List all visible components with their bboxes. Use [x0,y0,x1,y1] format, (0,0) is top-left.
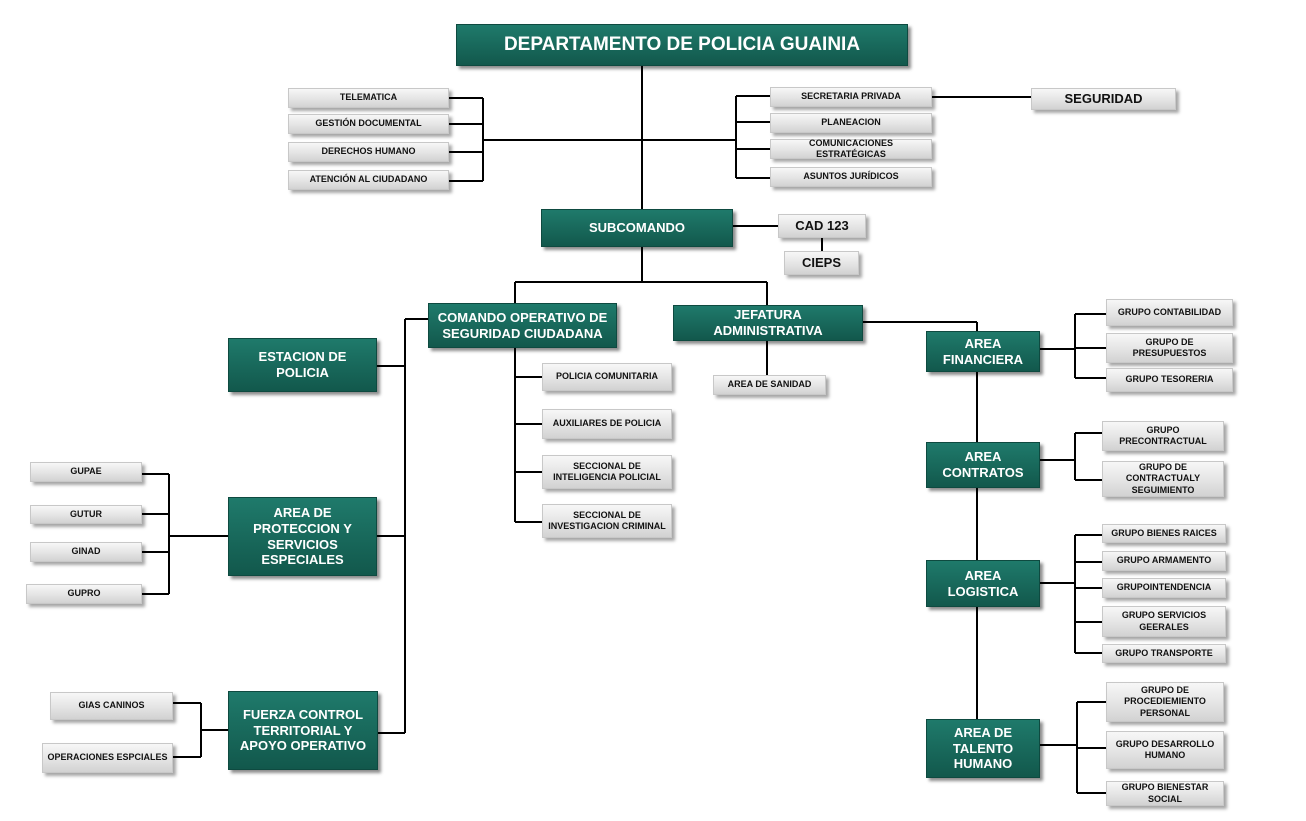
area-sanidad-box[interactable]: AREA DE SANIDAD [713,375,826,395]
staff-right-comunicaciones[interactable]: COMUNICACIONES ESTRATÉGICAS [770,138,932,159]
comando-unit-investigacion[interactable]: SECCIONAL DE INVESTIGACION CRIMINAL [542,504,672,538]
comando-unit-policia-comunitaria[interactable]: POLICIA COMUNITARIA [542,363,672,391]
cad-123-box[interactable]: CAD 123 [778,214,866,238]
group-bienestar-social[interactable]: GRUPO BIENESTAR SOCIAL [1106,781,1224,806]
group-servicios-generales[interactable]: GRUPO SERVICIOS GEERALES [1102,606,1226,637]
comando-operativo-box[interactable]: COMANDO OPERATIVO DE SEGURIDAD CIUDADANA [428,303,617,348]
group-gias-caninos[interactable]: GIAS CANINOS [50,692,173,720]
group-desarrollo-humano[interactable]: GRUPO DESARROLLO HUMANO [1106,731,1224,769]
subcomando-box[interactable]: SUBCOMANDO [541,209,733,247]
area-financiera-box[interactable]: AREA FINANCIERA [926,331,1040,372]
department-title-box[interactable]: DEPARTAMENTO DE POLICIA GUAINIA [456,24,908,66]
group-presupuestos[interactable]: GRUPO DE PRESUPUESTOS [1106,333,1233,363]
comando-unit-inteligencia[interactable]: SECCIONAL DE INTELIGENCIA POLICIAL [542,455,672,489]
comando-unit-auxiliares[interactable]: AUXILIARES DE POLICIA [542,409,672,439]
group-tesoreria[interactable]: GRUPO TESORERIA [1106,368,1233,392]
group-contabilidad[interactable]: GRUPO CONTABILIDAD [1106,299,1233,326]
staff-left-atencion-ciudadano[interactable]: ATENCIÓN AL CIUDADANO [288,170,449,190]
staff-left-telematica[interactable]: TELEMATICA [288,88,449,108]
group-armamento[interactable]: GRUPO ARMAMENTO [1102,551,1226,571]
staff-right-planeacion[interactable]: PLANEACION [770,113,932,133]
group-bienes-raices[interactable]: GRUPO BIENES RAICES [1102,524,1226,543]
group-procedimiento-personal[interactable]: GRUPO DE PROCEDIEMIENTO PERSONAL [1106,682,1224,722]
group-ginad[interactable]: GINAD [30,542,142,562]
area-talento-humano-box[interactable]: AREA DE TALENTO HUMANO [926,719,1040,778]
group-gupro[interactable]: GUPRO [26,584,142,604]
jefatura-administrativa-box[interactable]: JEFATURA ADMINISTRATIVA [673,305,863,341]
staff-left-gestion-documental[interactable]: GESTIÓN DOCUMENTAL [288,114,449,134]
staff-right-asuntos-juridicos[interactable]: ASUNTOS JURÍDICOS [770,167,932,187]
group-precontractual[interactable]: GRUPO PRECONTRACTUAL [1102,421,1224,451]
area-proteccion-box[interactable]: AREA DE PROTECCION Y SERVICIOS ESPECIALE… [228,497,377,576]
fuerza-control-box[interactable]: FUERZA CONTROL TERRITORIAL Y APOYO OPERA… [228,691,378,770]
group-contractual-seguimiento[interactable]: GRUPO DE CONTRACTUALY SEGUIMIENTO [1102,461,1224,497]
group-gutur[interactable]: GUTUR [30,505,142,524]
seguridad-box[interactable]: SEGURIDAD [1031,88,1176,110]
area-logistica-box[interactable]: AREA LOGISTICA [926,560,1040,607]
area-contratos-box[interactable]: AREA CONTRATOS [926,442,1040,488]
group-operaciones-especiales[interactable]: OPERACIONES ESPCIALES [42,743,173,773]
group-transporte[interactable]: GRUPO TRANSPORTE [1102,644,1226,663]
group-intendencia[interactable]: GRUPOINTENDENCIA [1102,578,1226,598]
cieps-box[interactable]: CIEPS [784,251,859,275]
staff-left-derechos-humano[interactable]: DERECHOS HUMANO [288,142,449,162]
staff-right-secretaria-privada[interactable]: SECRETARIA PRIVADA [770,87,932,107]
estacion-policia-box[interactable]: ESTACION DE POLICIA [228,338,377,392]
group-gupae[interactable]: GUPAE [30,462,142,482]
